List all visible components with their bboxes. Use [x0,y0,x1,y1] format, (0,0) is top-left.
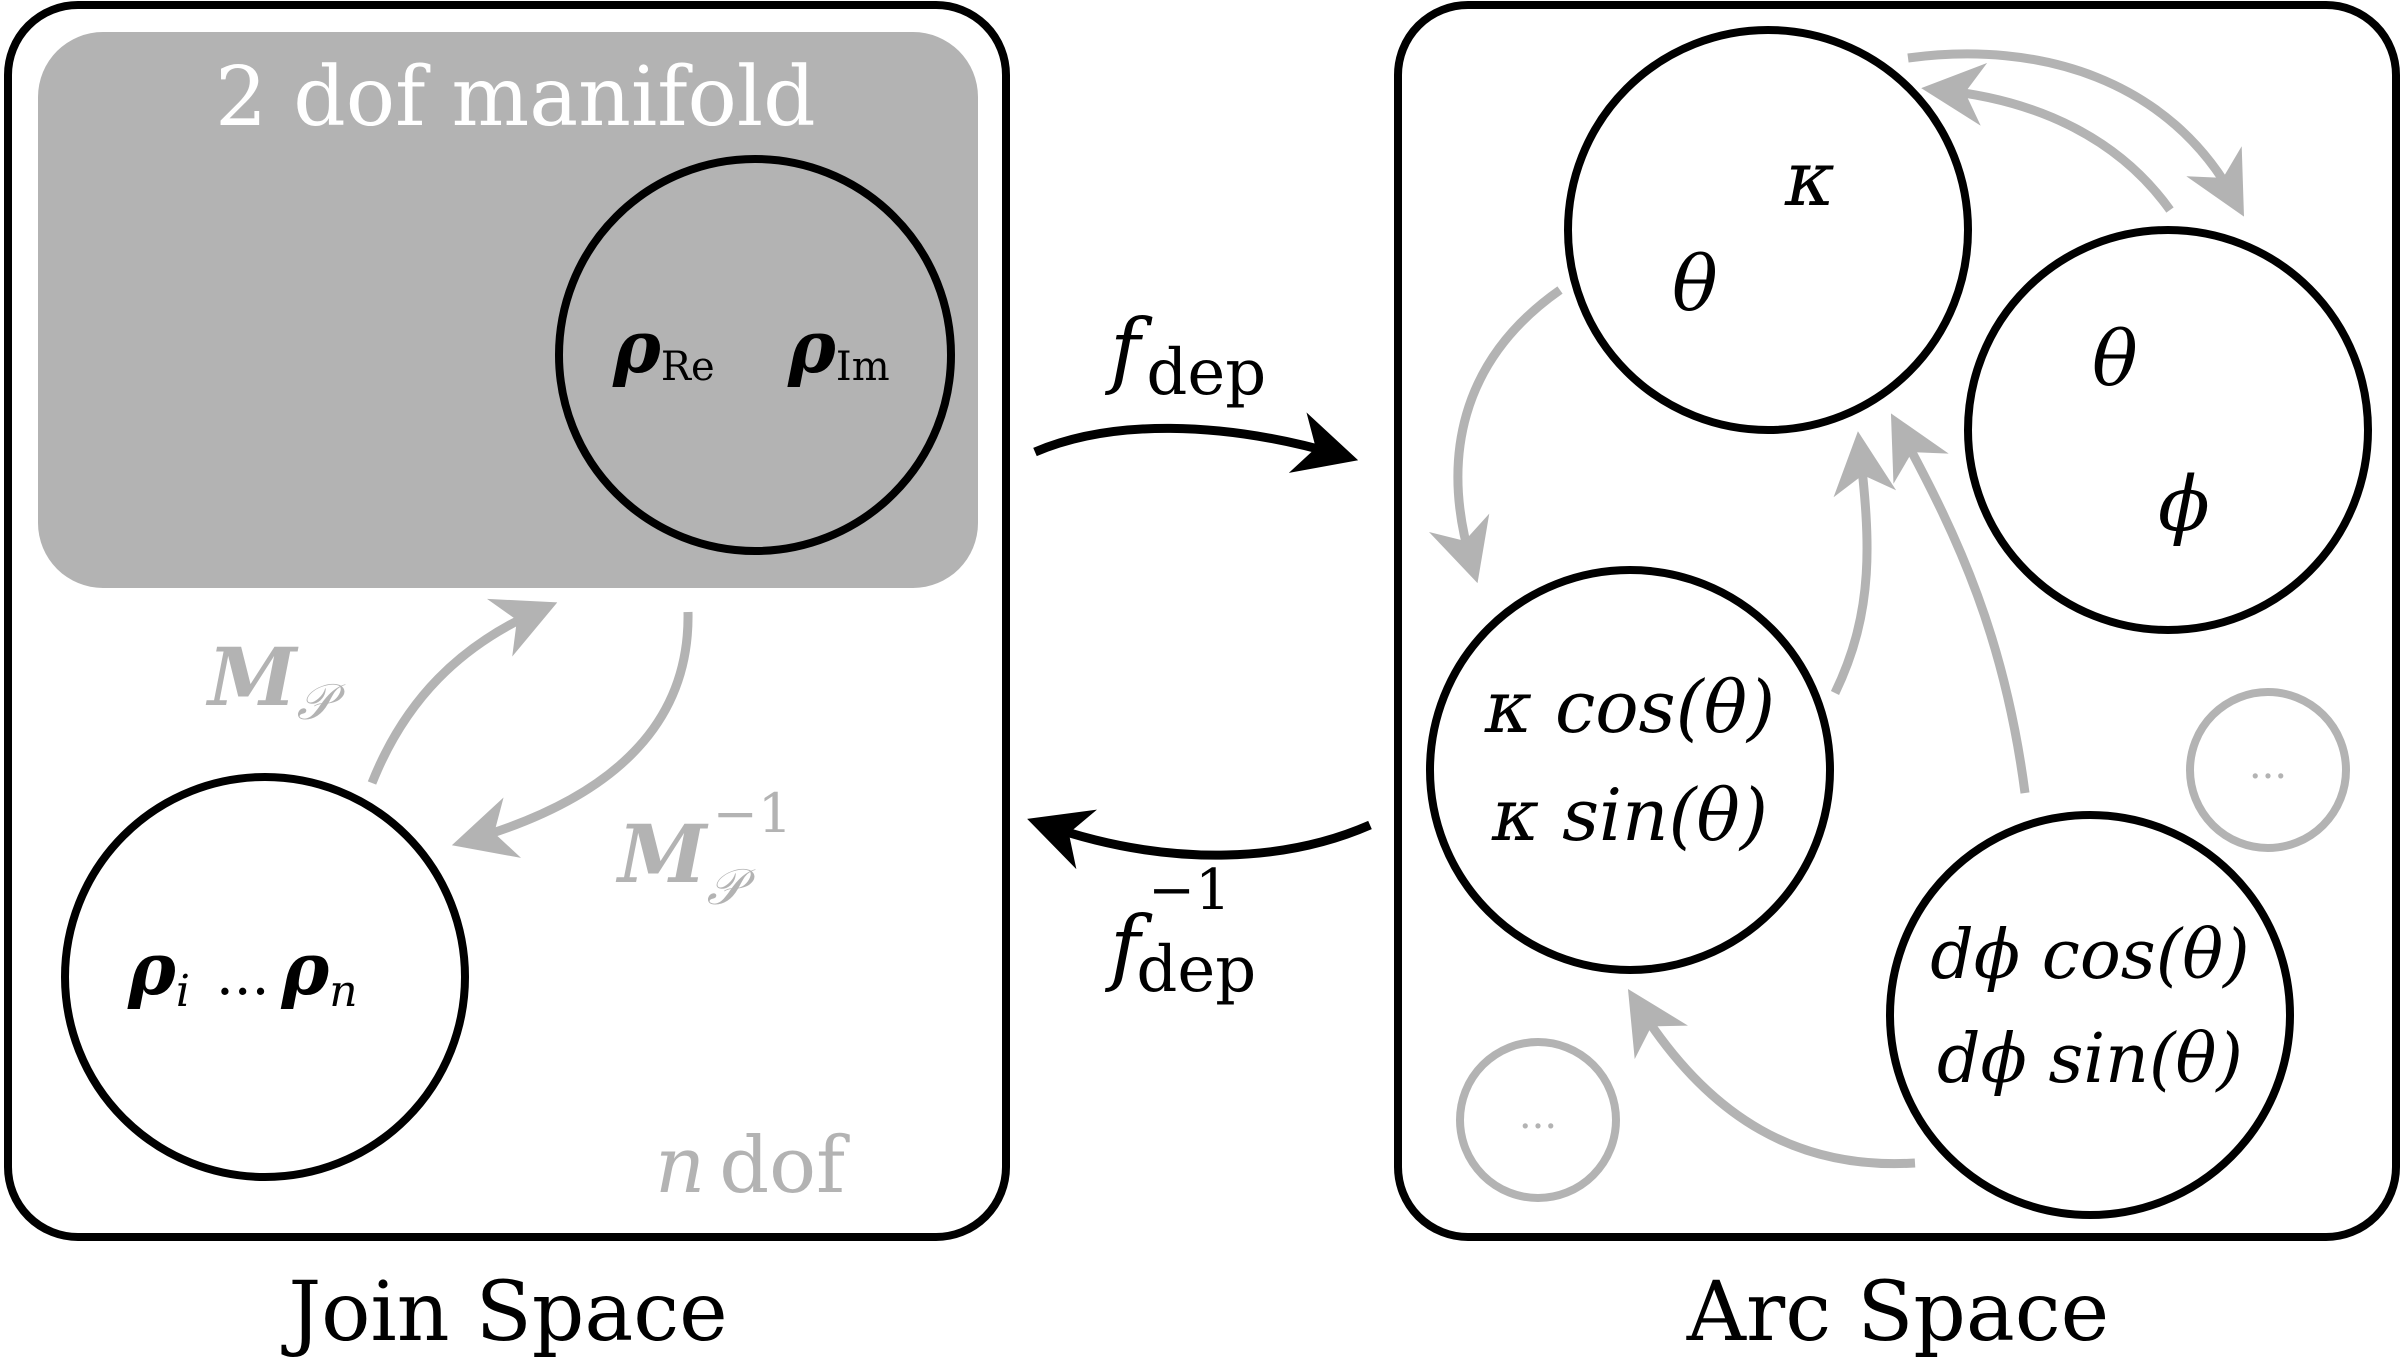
kappa-cos-text: κ cos(θ) [1484,665,1775,749]
small-circle-left [1456,1038,1620,1202]
rho-i-to-n-label: ρi...ρn [127,926,358,1017]
arrow-top-left [1921,63,2174,213]
full-dof-circle [61,773,469,1181]
arrow-kappa-up [1830,431,1897,695]
map-forward-arrow [367,598,558,785]
dphi-sin-text: dϕ sin(θ) [1937,1020,2243,1099]
circle-kappa-trig [1426,566,1834,974]
rho-im-label: ρIm [787,304,890,390]
kappa-sin-text: κ sin(θ) [1491,773,1768,857]
arc-space-caption: Arc Space [1686,1265,2109,1360]
small-circle-left-ellipsis: ... [1519,1092,1557,1138]
arc-space-panel: κ θ θ ϕ κ cos(θ) κ sin(θ) dϕ cos(θ) dϕ s… [1394,1,2400,1241]
f-dep-inverse-label: fdep−1 [1104,858,1256,1007]
circle-theta-phi [1964,226,2372,634]
theta-symbol: θ [1672,239,1718,328]
manifold-circle [555,155,955,555]
f-dep-label: fdep [1104,303,1266,410]
f-dep-inverse-arrow [1027,809,1372,870]
map-inverse-arrow [451,611,693,858]
phi-symbol: ϕ [2158,459,2210,548]
join-space-caption: Join Space [281,1265,727,1360]
circle-theta-kappa [1564,26,1972,434]
arrow-bottom-left [1627,988,1916,1169]
theta-symbol-2: θ [2092,314,2138,403]
middle-maps: fdep fdep−1 [1027,303,1372,1007]
small-circle-right [2186,688,2350,852]
arrow-dphi-up [1890,413,2030,794]
join-space-panel: 2 dof manifold ρRe ρIm ρi...ρn M𝒫 M𝒫−1 n… [4,1,1010,1241]
f-dep-arrow [1033,412,1359,473]
arrow-left-down [1429,286,1563,584]
dphi-cos-text: dϕ cos(θ) [1930,916,2249,995]
rho-re-label: ρRe [612,304,715,390]
arrow-top-right [1907,49,2245,217]
manifold-region [38,32,978,588]
manifold-label: 2 dof manifold [215,50,816,145]
small-circle-right-ellipsis: ... [2249,742,2287,788]
kappa-symbol: κ [1784,134,1835,223]
circle-dphi-trig [1886,811,2294,1219]
